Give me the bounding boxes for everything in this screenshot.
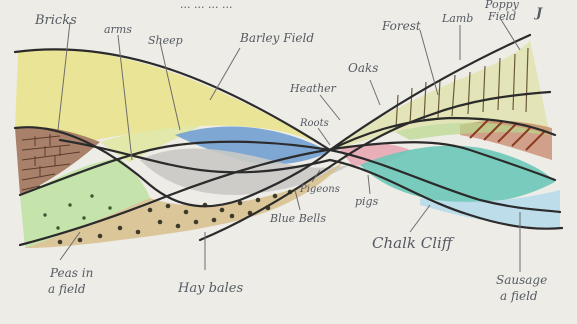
label-heather: Heather [289,82,337,95]
label-bluebells: Blue Bells [269,212,326,225]
label-peas-1: Peas in [49,266,93,280]
label-hay-bales: Hay bales [177,281,243,296]
label-forest: Forest [381,19,421,33]
pigs-leader [368,175,370,194]
label-oaks: Oaks [348,61,378,75]
header-fragment: ... ... ... ... [180,0,232,11]
chalk-leader [410,205,430,232]
label-pigs: pigs [355,195,379,208]
label-chalk-cliff: Chalk Cliff [372,234,455,252]
label-arms: arms [104,23,132,36]
label-sausage-2: a field [500,289,538,303]
label-roots: Roots [299,118,329,129]
corner-mark: J [533,6,543,21]
label-bricks: Bricks [34,13,77,28]
label-barley-field: Barley Field [239,31,314,45]
label-sheep: Sheep [148,34,183,47]
label-lambs: Lamb [441,12,473,25]
heather-leader [320,95,340,120]
label-sausage-1: Sausage [496,273,547,287]
label-peas-2: a field [48,282,86,296]
oaks-leader [370,80,380,105]
label-poppy-2: Field [487,10,516,23]
label-pigeons: Pigeons [299,184,340,195]
